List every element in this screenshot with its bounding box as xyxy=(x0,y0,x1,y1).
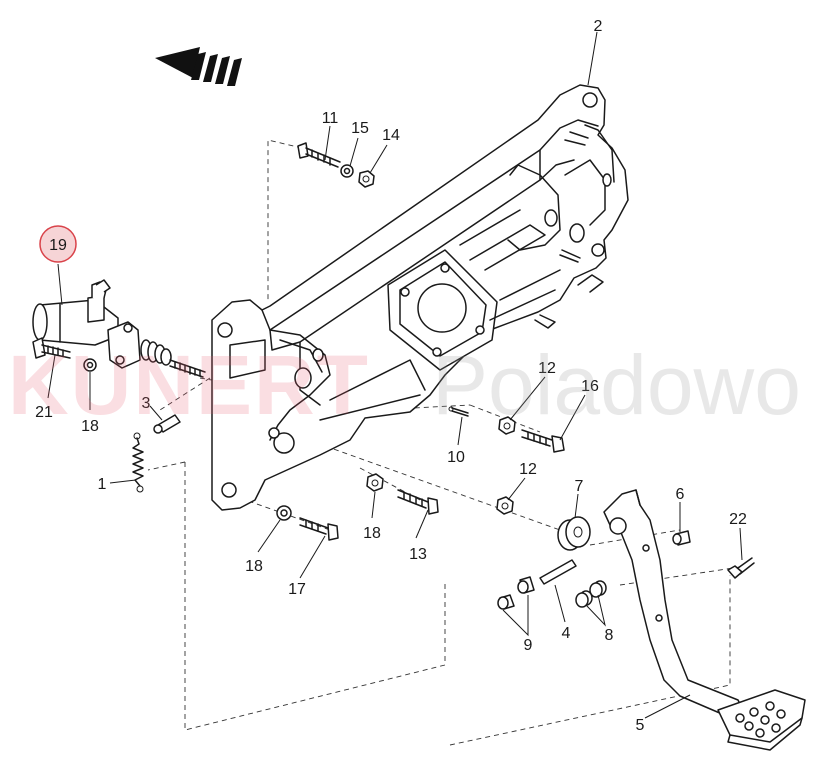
label-12-lower: 12 xyxy=(519,461,537,478)
washer-18-left xyxy=(83,358,97,372)
label-16: 16 xyxy=(581,378,599,395)
highlight-circle-19 xyxy=(39,225,77,263)
label-19: 19 xyxy=(49,237,67,254)
washer-18-lower xyxy=(276,505,292,521)
nut-12-upper xyxy=(498,416,516,435)
label-14: 14 xyxy=(382,127,400,144)
part-labels: 2 11 15 14 19 21 18 3 1 12 16 10 12 7 6 … xyxy=(35,18,747,734)
label-3: 3 xyxy=(142,395,151,412)
washer-15 xyxy=(340,164,354,178)
pin-3 xyxy=(153,414,181,434)
bolt-17 xyxy=(299,517,339,541)
label-2: 2 xyxy=(594,18,603,35)
nut-12-lower xyxy=(496,496,514,515)
bolt-16 xyxy=(521,429,565,453)
label-4: 4 xyxy=(562,625,571,642)
bolt-13 xyxy=(397,489,439,515)
spacer-6 xyxy=(672,530,691,546)
clutch-pedal xyxy=(603,489,806,751)
label-1: 1 xyxy=(98,476,107,493)
label-6: 6 xyxy=(676,486,685,503)
label-12-upper: 12 xyxy=(538,360,556,377)
bolt-22 xyxy=(727,557,755,579)
nut-18-middle xyxy=(366,473,384,492)
direction-arrow-icon xyxy=(155,47,242,86)
bolt-21 xyxy=(32,337,71,359)
label-10: 10 xyxy=(447,449,465,466)
label-18-left: 18 xyxy=(81,418,99,435)
clutch-master-cylinder xyxy=(32,279,206,378)
mounting-bracket xyxy=(211,84,629,511)
label-21: 21 xyxy=(35,404,53,421)
label-22: 22 xyxy=(729,511,747,528)
label-15: 15 xyxy=(351,120,369,137)
nut-14 xyxy=(358,170,375,188)
label-7: 7 xyxy=(575,478,584,495)
bushing-8 xyxy=(575,580,607,608)
label-9: 9 xyxy=(524,637,533,654)
bushing-7 xyxy=(557,516,591,551)
label-18-lower: 18 xyxy=(245,558,263,575)
label-17: 17 xyxy=(288,581,306,598)
label-5: 5 xyxy=(636,717,645,734)
split-pin-10 xyxy=(448,406,469,417)
leader-lines xyxy=(47,31,743,719)
label-13: 13 xyxy=(409,546,427,563)
label-18-middle: 18 xyxy=(363,525,381,542)
bushing-9 xyxy=(497,576,535,610)
return-spring xyxy=(132,432,144,493)
bolt-11 xyxy=(297,142,341,168)
shaft-4 xyxy=(539,559,577,585)
label-8: 8 xyxy=(605,627,614,644)
label-11: 11 xyxy=(322,110,339,127)
